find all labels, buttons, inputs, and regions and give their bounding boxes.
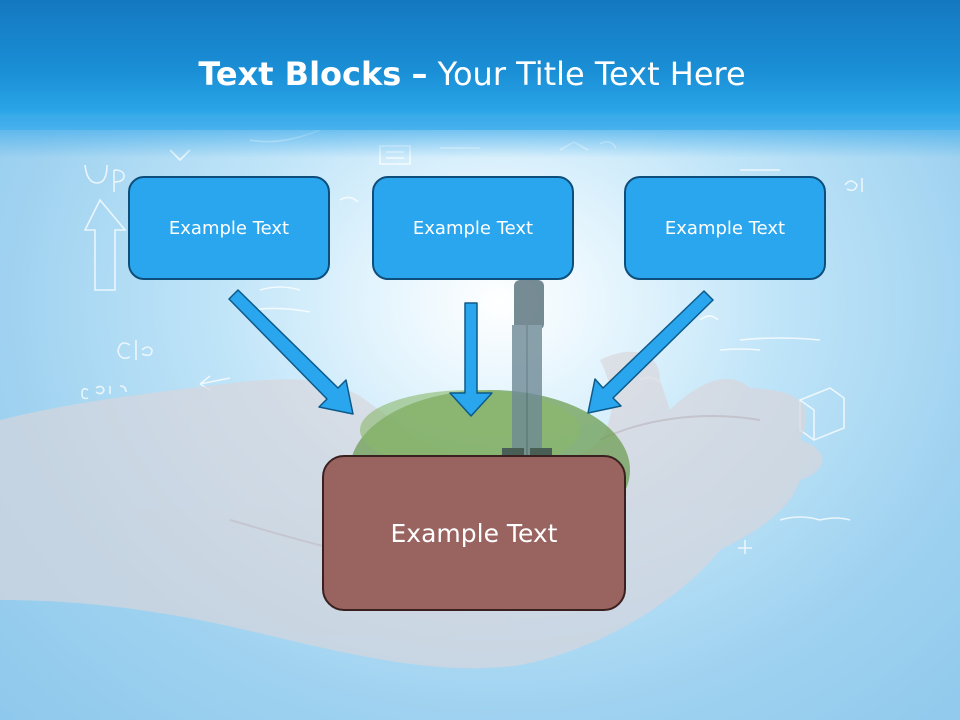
figure-image xyxy=(502,280,552,456)
title-separator: – xyxy=(411,55,428,93)
text-block-2[interactable]: Example Text xyxy=(372,176,574,280)
title-bold: Text Blocks xyxy=(198,55,402,93)
main-text-block[interactable]: Example Text xyxy=(322,455,626,611)
arrow-right xyxy=(587,290,714,414)
text-block-1[interactable]: Example Text xyxy=(128,176,330,280)
text-block-1-label: Example Text xyxy=(168,217,290,239)
main-text-block-label: Example Text xyxy=(390,518,558,548)
text-block-3-label: Example Text xyxy=(664,217,786,239)
text-block-2-label: Example Text xyxy=(412,217,534,239)
title-bar xyxy=(0,0,960,130)
arrow-center xyxy=(449,302,493,417)
text-block-3[interactable]: Example Text xyxy=(624,176,826,280)
title-regular: Your Title Text Here xyxy=(437,55,746,93)
arrow-left xyxy=(228,289,354,415)
title-bar-fade xyxy=(0,118,960,158)
slide-title: Text Blocks – Your Title Text Here xyxy=(0,52,944,96)
